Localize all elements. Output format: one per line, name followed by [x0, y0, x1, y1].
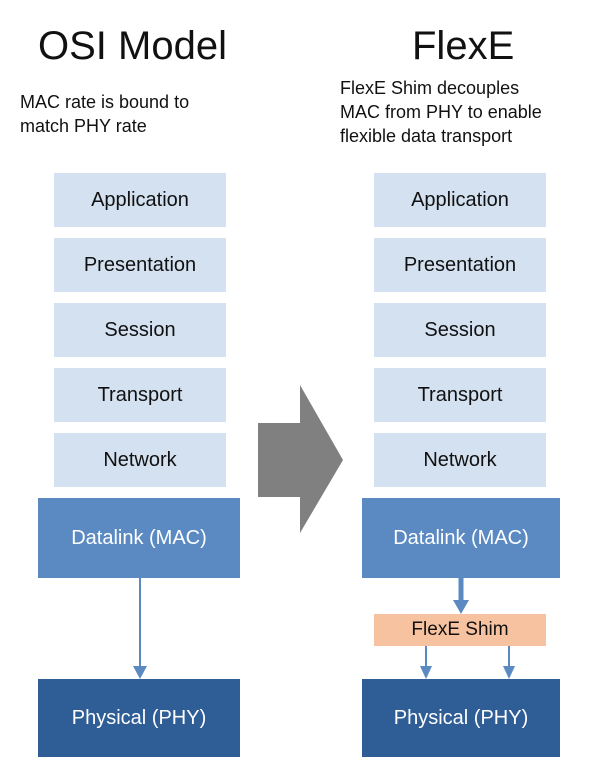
osi-mac-to-phy-arrowhead-icon	[133, 666, 147, 679]
flexe-description-line: FlexE Shim decouples	[340, 78, 520, 98]
osi-description-line: MAC rate is bound to	[20, 92, 190, 112]
flexe-layer-transport: Transport	[374, 368, 546, 422]
flexe-mac-to-shim-arrowhead-icon	[453, 600, 469, 614]
flexe-title: FlexE	[412, 24, 515, 68]
flexe-layer-datalink: Datalink (MAC)	[362, 498, 560, 578]
osi-description-line: match PHY rate	[20, 116, 147, 136]
flexe-layer-network: Network	[374, 433, 546, 487]
osi-description: MAC rate is bound to match PHY rate	[20, 90, 189, 138]
flexe-description-line: flexible data transport	[340, 126, 513, 146]
osi-layer-session: Session	[54, 303, 226, 357]
flexe-description-line: MAC from PHY to enable	[340, 102, 542, 122]
flexe-layer-presentation: Presentation	[374, 238, 546, 292]
flexe-layer-session: Session	[374, 303, 546, 357]
transition-arrow-icon	[258, 385, 343, 533]
osi-layer-presentation: Presentation	[54, 238, 226, 292]
flexe-description: FlexE Shim decouples MAC from PHY to ena…	[340, 76, 542, 148]
flexe-shim-to-phy-arrowhead-right-icon	[503, 666, 515, 679]
osi-layer-application: Application	[54, 173, 226, 227]
osi-layer-datalink: Datalink (MAC)	[38, 498, 240, 578]
osi-layer-physical: Physical (PHY)	[38, 679, 240, 757]
flexe-shim: FlexE Shim	[374, 614, 546, 646]
osi-layer-transport: Transport	[54, 368, 226, 422]
flexe-layer-physical: Physical (PHY)	[362, 679, 560, 757]
flexe-shim-to-phy-arrowhead-left-icon	[420, 666, 432, 679]
osi-layer-network: Network	[54, 433, 226, 487]
osi-title: OSI Model	[38, 24, 227, 68]
flexe-layer-application: Application	[374, 173, 546, 227]
